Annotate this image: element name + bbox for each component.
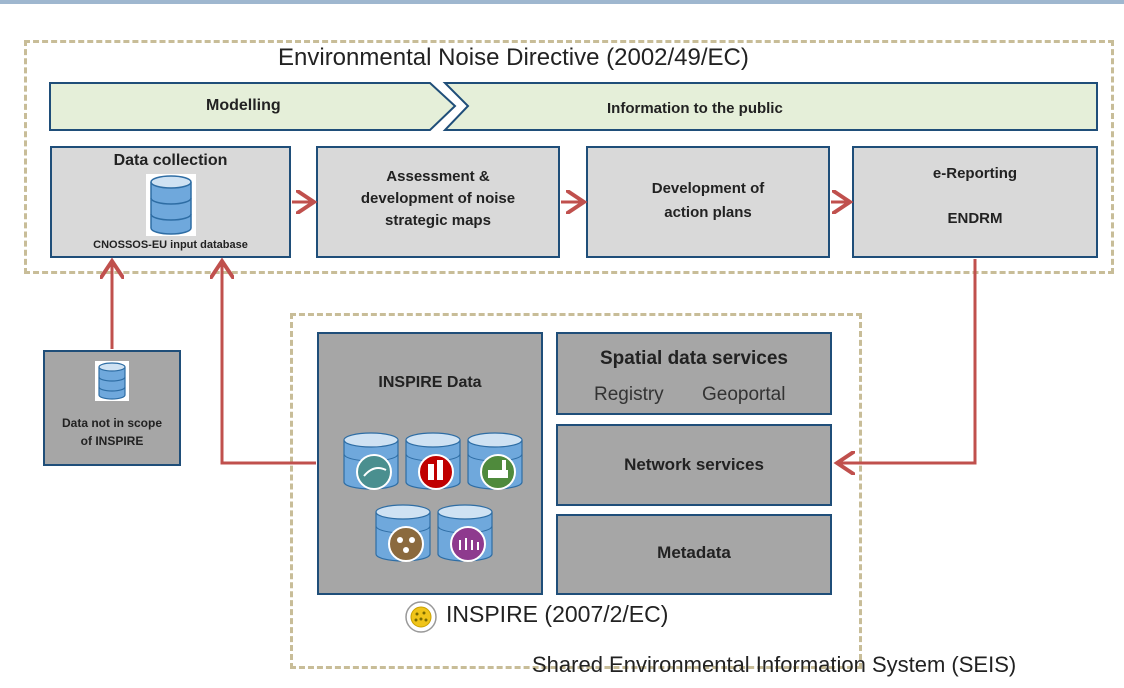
modelling-bar <box>49 82 457 131</box>
action-plans-line-1: Development of <box>651 180 765 197</box>
data-collection-title: Data collection <box>113 152 228 169</box>
data-collection-caption: CNOSSOS-EU input database <box>93 239 248 251</box>
information-label: Information to the public <box>607 100 783 117</box>
metadata-box: Metadata <box>556 514 832 595</box>
spatial-data-services-box: Spatial data services Registry Geoportal <box>556 332 832 415</box>
registry-label: Registry <box>594 384 664 405</box>
information-bar <box>442 82 1098 131</box>
modelling-label: Modelling <box>206 97 281 114</box>
side-box-line-2: of INSPIRE <box>80 434 144 448</box>
seis-title: Shared Environmental Information System … <box>532 652 1017 677</box>
inspire-container <box>290 313 862 669</box>
assessment-line-1: Assessment & <box>386 168 490 185</box>
network-services-label: Network services <box>624 455 764 474</box>
geoportal-label: Geoportal <box>702 384 786 405</box>
endrm-label: ENDRM <box>947 210 1003 227</box>
assessment-line-3: strategic maps <box>385 212 491 229</box>
inspire-logo-icon <box>405 601 437 633</box>
end-container <box>24 40 1114 274</box>
arrow-inspire-to-collection <box>222 264 316 465</box>
data-not-in-scope-box: Data not in scope of INSPIRE <box>43 350 181 466</box>
process-bar <box>49 82 1098 131</box>
network-theme-icon <box>375 504 431 562</box>
spatial-data-services-title: Spatial data services <box>600 348 788 369</box>
assessment-line-2: development of noise <box>360 190 516 207</box>
data-collection-box: Data collection CNOSSOS-EU input databas… <box>50 146 291 258</box>
population-theme-icon <box>437 504 493 562</box>
metadata-label: Metadata <box>657 543 731 562</box>
e-reporting-label: e-Reporting <box>932 165 1018 182</box>
inspire-theme-icons <box>343 432 523 562</box>
end-title: Environmental Noise Directive (2002/49/E… <box>278 44 749 71</box>
arrow-reporting-to-network <box>840 259 977 463</box>
e-reporting-box: e-Reporting ENDRM <box>852 146 1098 258</box>
network-services-box: Network services <box>556 424 832 506</box>
top-border-line <box>0 0 1124 4</box>
industry-theme-icon <box>467 432 523 490</box>
assessment-box: Assessment & development of noise strate… <box>316 146 560 258</box>
noise-theme-icon <box>343 432 399 490</box>
action-plans-box: Development of action plans <box>586 146 830 258</box>
inspire-title: INSPIRE (2007/2/EC) <box>446 601 669 627</box>
database-icon <box>95 361 129 401</box>
database-icon <box>146 174 196 236</box>
action-plans-line-2: action plans <box>664 204 752 221</box>
side-box-line-1: Data not in scope <box>61 416 162 430</box>
building-theme-icon <box>405 432 461 490</box>
inspire-data-title: INSPIRE Data <box>378 374 482 391</box>
